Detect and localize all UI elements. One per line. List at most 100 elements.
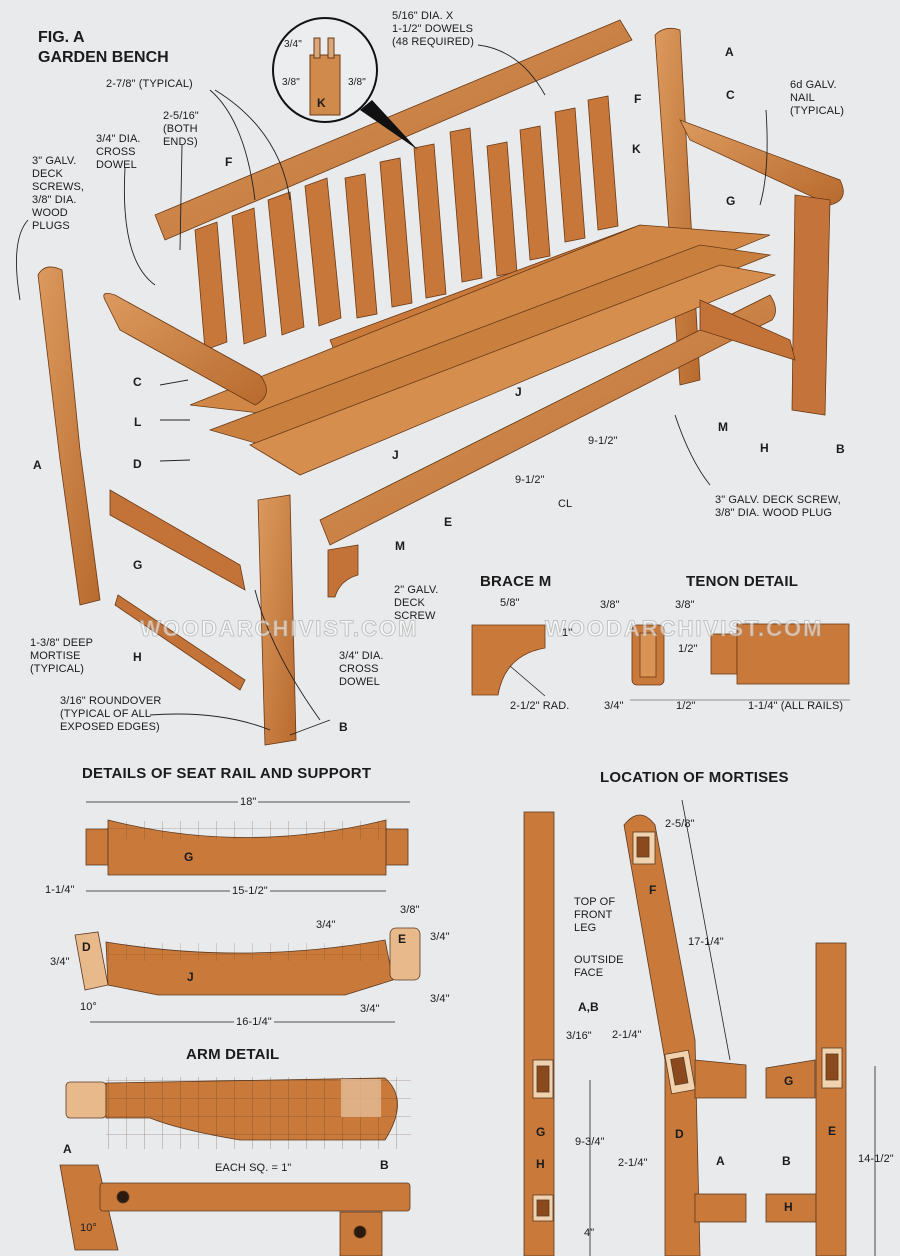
mortise-part-g2: G bbox=[784, 1074, 794, 1088]
note-outside-face: OUTSIDE FACE bbox=[574, 954, 624, 979]
mortise-part-e: E bbox=[828, 1124, 837, 1138]
callout-cross-dowel-top: 3/4" DIA. CROSS DOWEL bbox=[96, 133, 141, 171]
brace-dim-width: 5/8" bbox=[500, 597, 520, 609]
part-c-left: C bbox=[133, 375, 142, 389]
part-h-right: H bbox=[760, 441, 769, 455]
watermark-right: WOODARCHIVIST.COM bbox=[544, 616, 824, 642]
support-j-drawing bbox=[74, 927, 421, 1023]
arm-part-b: B bbox=[380, 1158, 389, 1172]
callout-deck-screws: 3" GALV. DECK SCREWS, 3/8" DIA. WOOD PLU… bbox=[32, 155, 85, 232]
mortise-part-a: A bbox=[716, 1154, 725, 1168]
part-b-bottom: B bbox=[339, 720, 348, 734]
exploded-bench bbox=[37, 19, 844, 746]
callout-deck-screw-plug: 3" GALV. DECK SCREW, 3/8" DIA. WOOD PLUG bbox=[715, 494, 841, 519]
tenon-dim-left-top: 3/8" bbox=[600, 599, 620, 611]
seat-dim-support: 16-1/4" bbox=[234, 1016, 274, 1029]
seat-dim-3-8: 3/8" bbox=[400, 904, 420, 916]
arm-dim-angle: 10° bbox=[80, 1222, 97, 1234]
seat-dim-3-4-a: 3/4" bbox=[316, 919, 336, 931]
callout-nail: 6d GALV. NAIL (TYPICAL) bbox=[790, 79, 845, 117]
mortise-part-d: D bbox=[675, 1127, 684, 1141]
seat-part-e: E bbox=[398, 932, 407, 946]
callout-typical-spacing: 2-7/8" (TYPICAL) bbox=[106, 78, 193, 90]
tenon-title: TENON DETAIL bbox=[686, 573, 799, 590]
part-a-top: A bbox=[725, 45, 734, 59]
inset-dim-right: 3/8" bbox=[348, 77, 366, 88]
seat-dim-body: 15-1/2" bbox=[230, 885, 270, 898]
seat-part-d: D bbox=[82, 940, 91, 954]
part-g-left: G bbox=[133, 558, 143, 572]
mortise-location-title: LOCATION OF MORTISES bbox=[600, 769, 789, 786]
part-e: E bbox=[444, 515, 453, 529]
arm-grid-note: EACH SQ. = 1" bbox=[215, 1162, 292, 1174]
seat-dim-3-4-b: 3/4" bbox=[430, 931, 450, 943]
part-m-right: M bbox=[718, 420, 728, 434]
dowel-inset bbox=[272, 17, 418, 150]
seat-dim-angle: 10° bbox=[80, 1001, 97, 1013]
brace-dim-height: 1" bbox=[562, 627, 573, 639]
callout-cross-dowel-bottom: 3/4" DIA. CROSS DOWEL bbox=[339, 650, 384, 688]
callout-end-spacing: 2-5/16" (BOTH ENDS) bbox=[163, 110, 199, 148]
mortise-dim-3-16: 3/16" bbox=[566, 1030, 592, 1042]
watermark-left: WOODARCHIVIST.COM bbox=[139, 616, 419, 642]
tenon-dim-height: 1/2" bbox=[678, 643, 698, 655]
tenon-dim-bottom-offset: 1/2" bbox=[676, 700, 696, 712]
mortise-part-h2: H bbox=[784, 1200, 793, 1214]
mortise-part-b: B bbox=[782, 1154, 791, 1168]
callout-dowels: 5/16" DIA. X 1-1/2" DOWELS (48 REQUIRED) bbox=[392, 10, 474, 48]
note-top-front-leg: TOP OF FRONT LEG bbox=[574, 896, 616, 934]
brace-m-title: BRACE M bbox=[480, 573, 552, 590]
mortise-dim-14-1-2: 14-1/2" bbox=[858, 1153, 894, 1165]
tenon-dim-length: 1-1/4" (ALL RAILS) bbox=[748, 700, 844, 712]
part-c-top: C bbox=[726, 88, 735, 102]
dim-9-1-2-upper: 9-1/2" bbox=[588, 435, 618, 447]
figure-label: FIG. A bbox=[38, 29, 85, 46]
mortise-dim-2-1-4-a: 2-1/4" bbox=[612, 1029, 642, 1041]
tenon-detail-drawing bbox=[630, 623, 850, 701]
seat-part-j: J bbox=[187, 970, 194, 984]
mortise-label-ab: A,B bbox=[578, 1000, 599, 1014]
part-d: D bbox=[133, 457, 142, 471]
mortise-dim-back-leg: 17-1/4" bbox=[688, 936, 724, 948]
part-l: L bbox=[134, 415, 142, 429]
seat-dim-3-4-d: 3/4" bbox=[430, 993, 450, 1005]
brace-dim-radius: 2-1/2" RAD. bbox=[510, 700, 570, 712]
inset-dim-left: 3/8" bbox=[282, 77, 300, 88]
inset-dim-top: 3/4" bbox=[284, 39, 302, 50]
tenon-dim-bottom-width: 3/4" bbox=[604, 700, 624, 712]
seat-part-g: G bbox=[184, 850, 194, 864]
figure-title: GARDEN BENCH bbox=[38, 49, 169, 66]
arm-detail-title: ARM DETAIL bbox=[186, 1046, 280, 1063]
mortise-location-drawing bbox=[523, 799, 876, 1256]
mortise-dim-top: 2-5/8" bbox=[665, 818, 695, 830]
part-h-left: H bbox=[133, 650, 142, 664]
part-f-top: F bbox=[634, 92, 642, 106]
seat-dim-tenon: 1-1/4" bbox=[45, 884, 75, 896]
part-m-low: M bbox=[395, 539, 405, 553]
part-b-right: B bbox=[836, 442, 845, 456]
dim-9-1-2-lower: 9-1/2" bbox=[515, 474, 545, 486]
callout-brace-screw: 2" GALV. DECK SCREW bbox=[394, 584, 439, 622]
mortise-dim-9-3-4: 9-3/4" bbox=[575, 1136, 605, 1148]
part-j-low: J bbox=[392, 448, 399, 462]
callout-roundover: 3/16" ROUNDOVER (TYPICAL OF ALL EXPOSED … bbox=[60, 695, 162, 733]
seat-rail-g-drawing bbox=[85, 801, 410, 892]
mortise-part-g1: G bbox=[536, 1125, 546, 1139]
tenon-dim-right-top: 3/8" bbox=[675, 599, 695, 611]
seat-dim-3-4-c: 3/4" bbox=[50, 956, 70, 968]
inset-part-k: K bbox=[317, 96, 326, 110]
arm-detail-drawing bbox=[59, 1077, 411, 1256]
seat-dim-3-4-e: 3/4" bbox=[360, 1003, 380, 1015]
mortise-part-h1: H bbox=[536, 1157, 545, 1171]
part-k: K bbox=[632, 142, 641, 156]
mortise-dim-2-1-4-b: 2-1/4" bbox=[618, 1157, 648, 1169]
arm-part-a: A bbox=[63, 1142, 72, 1156]
part-j-mid: J bbox=[515, 385, 522, 399]
part-a-left: A bbox=[33, 458, 42, 472]
seat-dim-overall: 18" bbox=[238, 796, 259, 809]
centerline-mark: CL bbox=[558, 498, 573, 510]
part-g-top: G bbox=[726, 194, 736, 208]
seat-rail-title: DETAILS OF SEAT RAIL AND SUPPORT bbox=[82, 765, 372, 782]
mortise-part-f: F bbox=[649, 883, 657, 897]
